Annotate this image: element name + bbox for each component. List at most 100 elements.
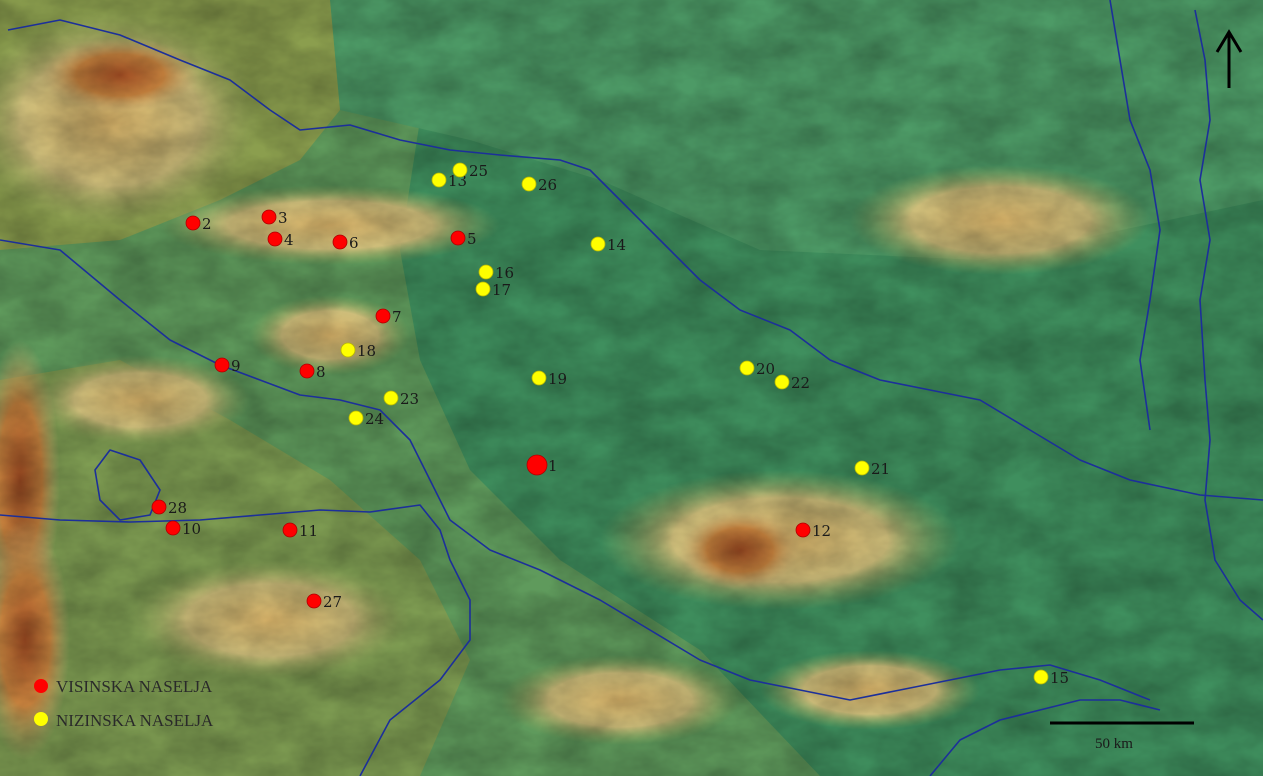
site-label: 8 <box>316 363 326 381</box>
site-label: 25 <box>469 162 488 180</box>
site-label: 15 <box>1050 669 1069 687</box>
site-marker-14: 14 <box>590 236 626 254</box>
site-label: 4 <box>284 231 294 249</box>
high-settlement-dot <box>332 234 348 250</box>
low-settlement-dot <box>774 374 790 390</box>
high-settlement-dot <box>185 215 201 231</box>
site-label: 10 <box>182 520 201 538</box>
site-marker-7: 7 <box>375 308 402 326</box>
site-marker-25: 25 <box>452 162 488 180</box>
low-settlement-dot <box>475 281 491 297</box>
site-marker-26: 26 <box>521 176 557 194</box>
legend-low-marker <box>34 712 48 726</box>
scale-bar: 50 km <box>1050 721 1194 752</box>
site-marker-17: 17 <box>475 281 511 299</box>
legend-high-marker <box>34 679 48 693</box>
site-label: 16 <box>495 264 514 282</box>
high-settlement-dot <box>261 209 277 225</box>
high-settlement-dot <box>299 363 315 379</box>
legend-high-label: VISINSKA NASELJA <box>56 677 213 696</box>
site-label: 24 <box>365 410 384 428</box>
site-marker-3: 3 <box>261 209 288 227</box>
low-settlement-dot <box>521 176 537 192</box>
site-label: 6 <box>349 234 359 252</box>
low-settlement-dot <box>590 236 606 252</box>
site-marker-1: 1 <box>526 454 558 476</box>
southeast-border <box>929 699 1161 776</box>
low-settlement-dot <box>531 370 547 386</box>
site-marker-9: 9 <box>214 357 241 375</box>
site-label: 11 <box>299 522 318 540</box>
southern-border <box>0 504 471 776</box>
legend-low-label: NIZINSKA NASELJA <box>56 711 214 730</box>
site-marker-2: 2 <box>185 215 212 233</box>
site-label: 14 <box>607 236 626 254</box>
site-marker-12: 12 <box>795 522 831 540</box>
site-marker-24: 24 <box>348 410 384 428</box>
high-settlement-dot <box>267 231 283 247</box>
site-marker-28: 28 <box>151 499 187 517</box>
high-settlement-dot <box>282 522 298 538</box>
high-settlement-dot <box>306 593 322 609</box>
low-settlement-dot <box>383 390 399 406</box>
north-arrow-icon <box>1215 29 1243 88</box>
low-settlement-dot <box>431 172 447 188</box>
site-marker-11: 11 <box>282 522 318 540</box>
site-marker-15: 15 <box>1033 669 1069 687</box>
river-northeast <box>1109 0 1161 431</box>
low-settlement-dot <box>348 410 364 426</box>
site-marker-16: 16 <box>478 264 514 282</box>
site-marker-4: 4 <box>267 231 294 249</box>
high-settlement-dot <box>526 454 548 476</box>
high-settlement-dot <box>450 230 466 246</box>
site-marker-8: 8 <box>299 363 326 381</box>
high-settlement-dot <box>151 499 167 515</box>
high-settlement-dot <box>375 308 391 324</box>
scale-label: 50 km <box>1095 736 1133 752</box>
high-settlement-dot <box>165 520 181 536</box>
site-label: 17 <box>492 281 511 299</box>
high-settlement-dot <box>795 522 811 538</box>
site-marker-23: 23 <box>383 390 419 408</box>
site-label: 20 <box>756 360 775 378</box>
site-marker-21: 21 <box>854 460 890 478</box>
site-label: 22 <box>791 374 810 392</box>
low-settlement-dot <box>452 162 468 178</box>
site-marker-5: 5 <box>450 230 477 248</box>
site-label: 28 <box>168 499 187 517</box>
low-settlement-dot <box>478 264 494 280</box>
site-label: 23 <box>400 390 419 408</box>
site-label: 12 <box>812 522 831 540</box>
site-marker-22: 22 <box>774 374 810 392</box>
site-marker-10: 10 <box>165 520 201 538</box>
site-label: 1 <box>548 457 558 475</box>
site-label: 27 <box>323 593 342 611</box>
low-settlement-dot <box>1033 669 1049 685</box>
southwest-border <box>94 449 161 521</box>
site-marker-18: 18 <box>340 342 376 360</box>
site-label: 18 <box>357 342 376 360</box>
site-marker-6: 6 <box>332 234 359 252</box>
site-label: 21 <box>871 460 890 478</box>
site-label: 2 <box>202 215 212 233</box>
northern-border <box>7 19 1263 501</box>
low-settlement-dot <box>739 360 755 376</box>
site-label: 3 <box>278 209 288 227</box>
low-settlement-dot <box>854 460 870 476</box>
site-label: 19 <box>548 370 567 388</box>
site-label: 5 <box>467 230 477 248</box>
legend: VISINSKA NASELJA NIZINSKA NASELJA <box>34 677 214 730</box>
high-settlement-dot <box>214 357 230 373</box>
site-label: 7 <box>392 308 402 326</box>
low-settlement-dot <box>340 342 356 358</box>
site-label: 9 <box>231 357 241 375</box>
site-marker-27: 27 <box>306 593 342 611</box>
site-label: 26 <box>538 176 557 194</box>
site-marker-19: 19 <box>531 370 567 388</box>
river-east-vertical <box>1194 9 1263 621</box>
site-marker-20: 20 <box>739 360 775 378</box>
